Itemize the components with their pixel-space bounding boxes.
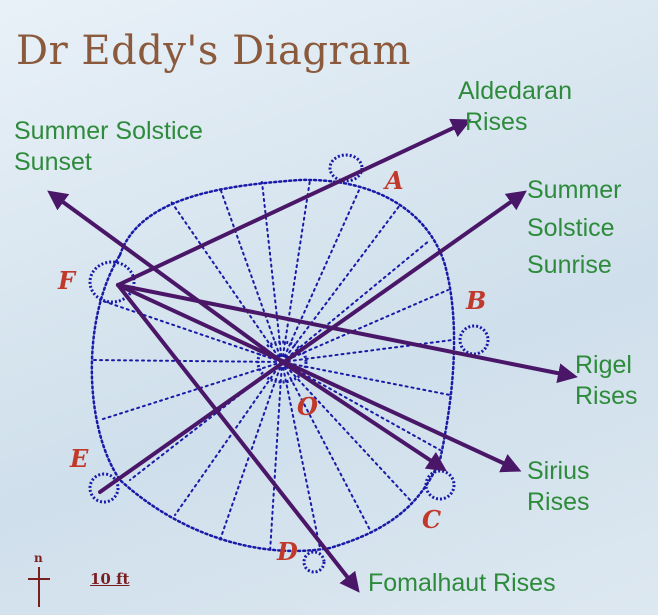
arrow-aldebaran: [116, 118, 472, 287]
label-fomalhaut: Fomalhaut Rises: [368, 569, 556, 597]
point-a: A: [385, 166, 404, 195]
point-d: D: [277, 537, 298, 566]
point-f: F: [58, 266, 76, 295]
label-summer-sunrise: Summer Solstice Sunrise: [527, 176, 622, 279]
diagram-title: Dr Eddy's Diagram: [16, 28, 411, 74]
arrow-center-c: [280, 360, 448, 472]
cairn-center: [256, 340, 308, 384]
label-sirius: Sirius Rises: [527, 457, 590, 517]
cairn-c: [424, 469, 456, 501]
arrow-summer-sunset: [47, 190, 284, 364]
label-aldebaran: Aldedaran Rises: [458, 77, 572, 137]
wheel-spokes: [91, 179, 453, 553]
label-rigel: Rigel Rises: [575, 351, 638, 411]
arrow-summer-sunrise: [98, 190, 527, 494]
north-label: n: [34, 551, 43, 565]
arrow-rigel: [116, 283, 578, 384]
point-o: O: [297, 392, 318, 421]
cairn-e: [88, 472, 120, 504]
cairn-a: [328, 153, 364, 183]
cairn-d: [302, 550, 326, 574]
arrow-sirius: [116, 283, 522, 473]
point-e: E: [70, 444, 89, 473]
cairn-f: [88, 260, 136, 304]
scale-label: 10 ft: [90, 570, 130, 588]
label-summer-sunset: Summer Solstice Sunset: [14, 117, 203, 177]
point-b: B: [466, 286, 487, 315]
point-c: C: [422, 505, 442, 534]
cairn-b: [458, 324, 490, 356]
north-arrow: [28, 567, 50, 607]
arrow-fomalhaut: [116, 283, 360, 593]
alignment-arrows: [47, 118, 578, 593]
